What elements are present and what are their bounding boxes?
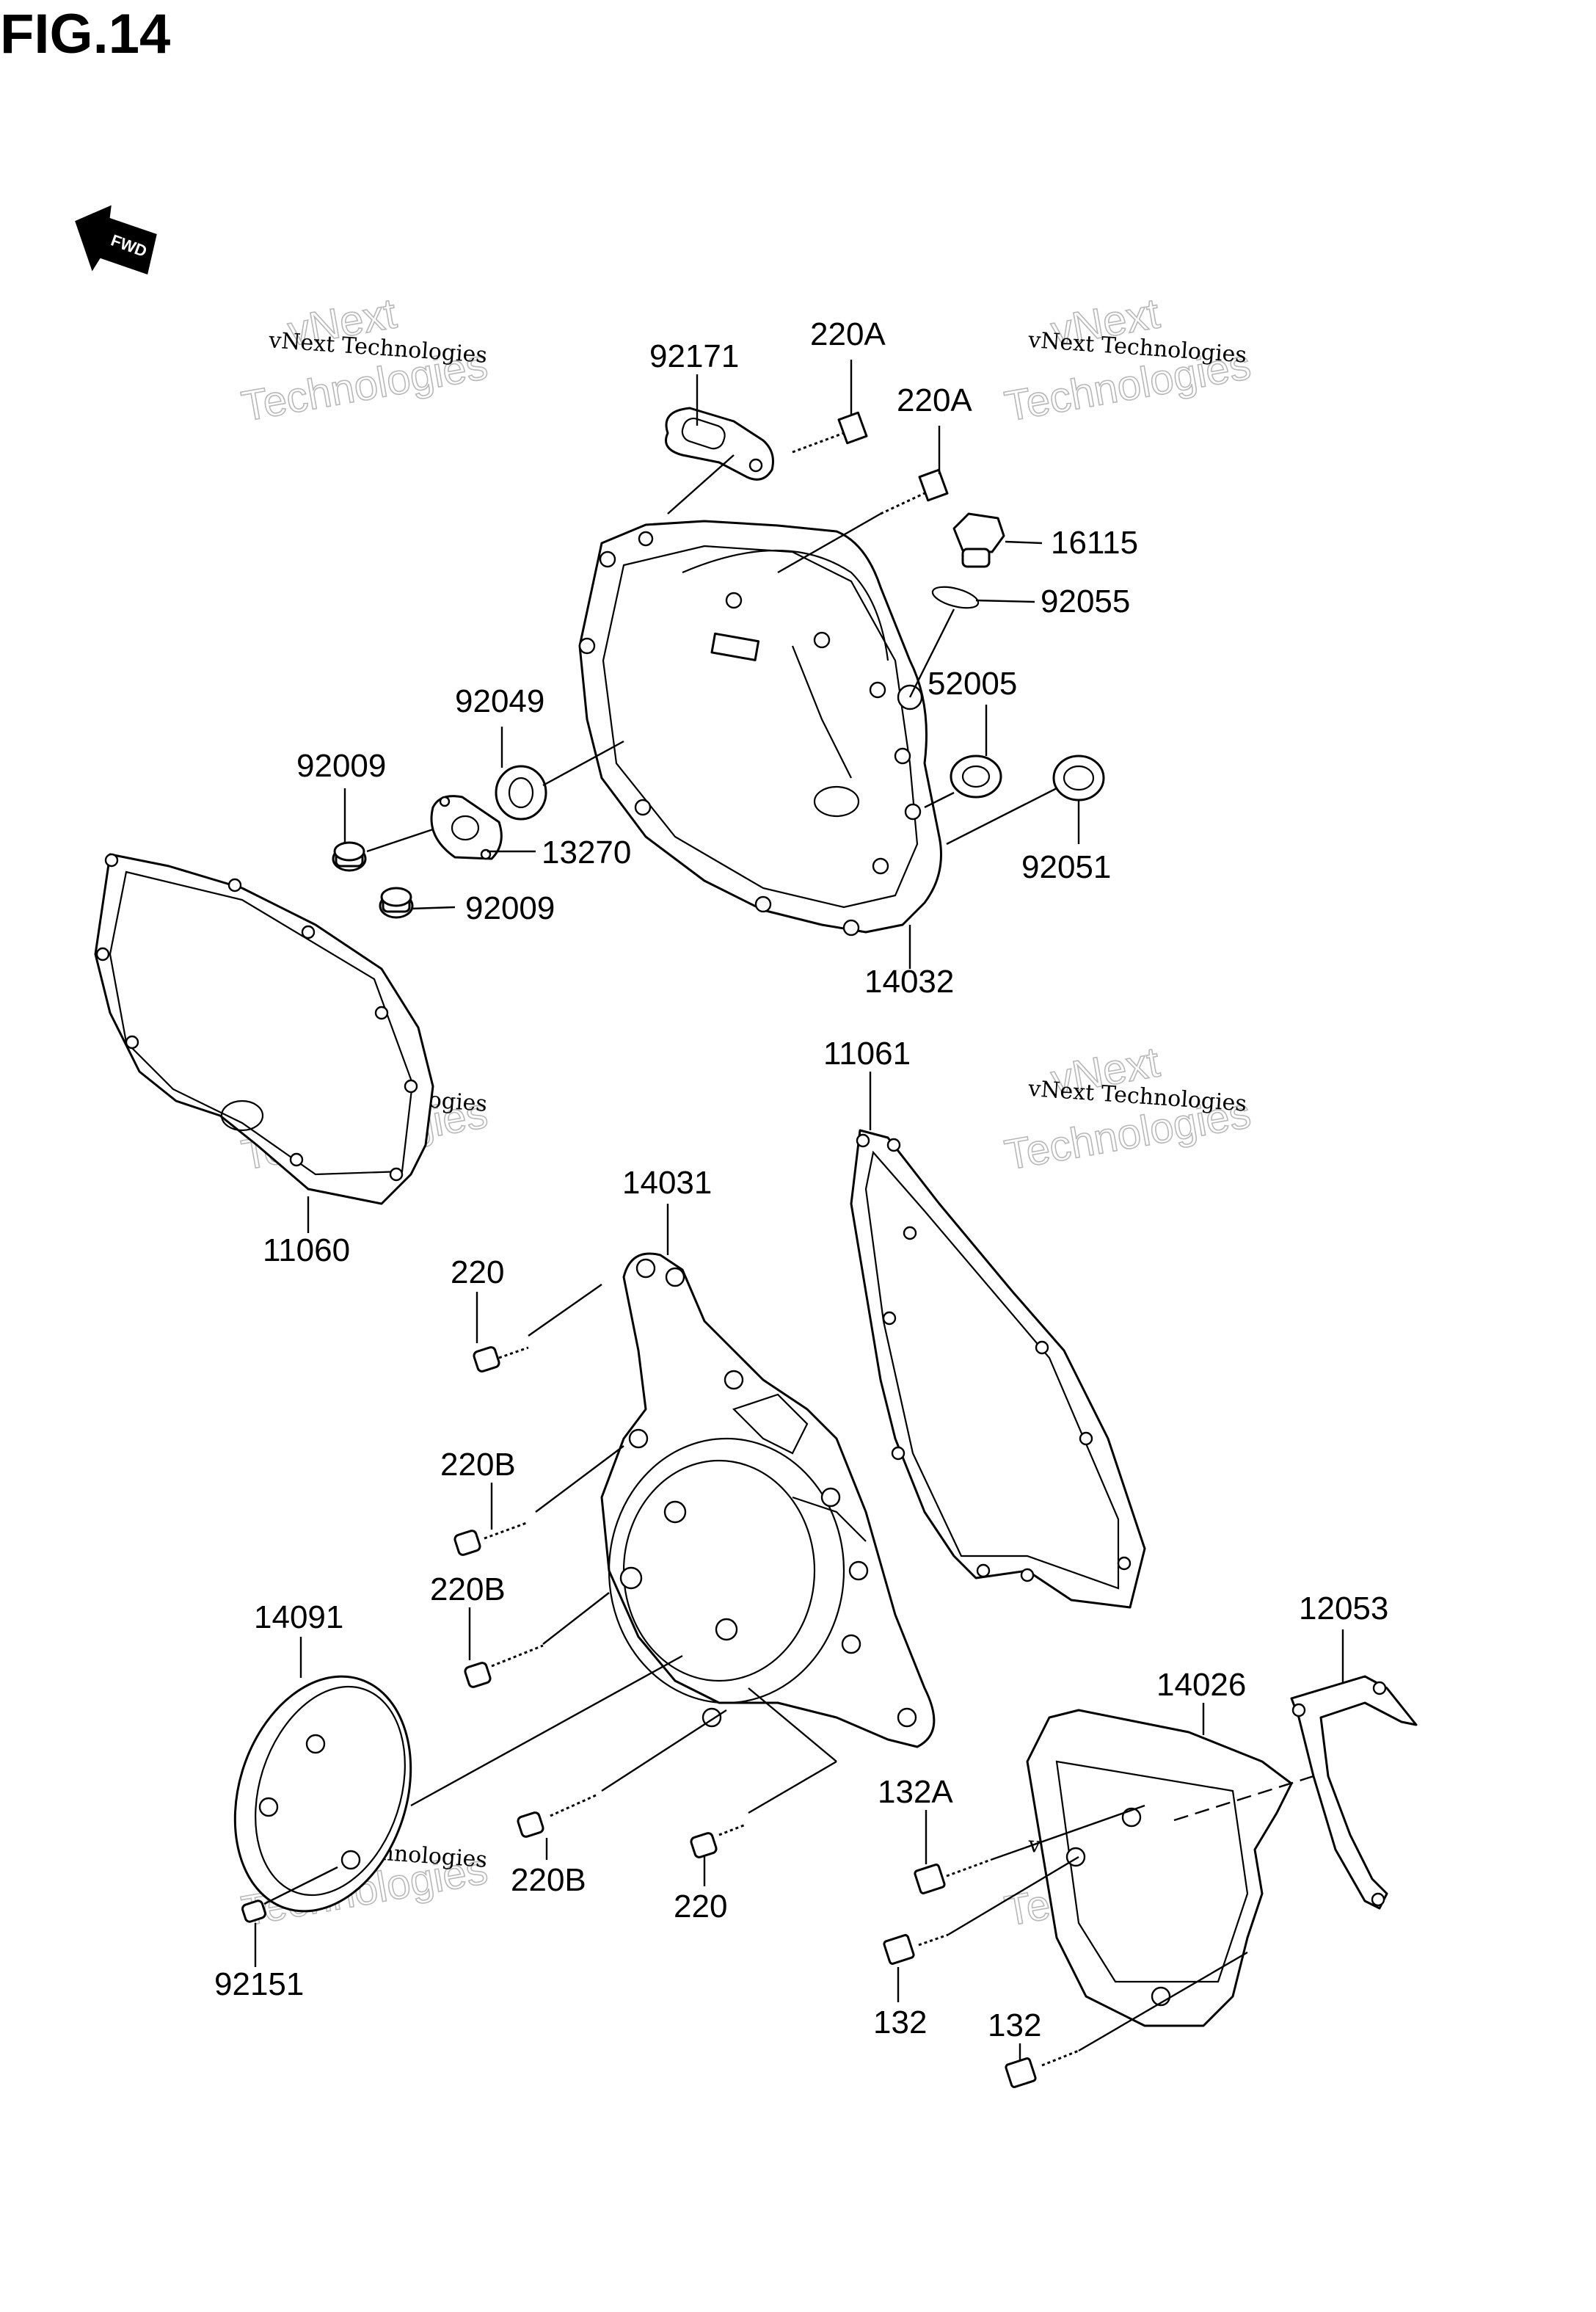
label-132A: 132A xyxy=(878,1774,953,1810)
label-14031: 14031 xyxy=(622,1165,712,1201)
part-92171-bracket xyxy=(665,407,774,481)
label-220B-upper: 220B xyxy=(440,1447,516,1483)
label-220A-lower: 220A xyxy=(897,382,972,418)
part-14031-generator-cover xyxy=(600,1252,936,1748)
part-12053-bracket xyxy=(1290,1675,1418,1910)
part-132-bolt-upper xyxy=(883,1933,949,1965)
label-14032: 14032 xyxy=(864,964,954,1000)
part-11060-gasket xyxy=(94,853,434,1205)
part-92009-screw-lower xyxy=(379,887,414,919)
label-220B-middle: 220B xyxy=(430,1571,506,1607)
label-132-lower: 132 xyxy=(988,2007,1041,2043)
part-14091-cap-cover xyxy=(233,1675,412,1913)
part-92151-screw xyxy=(241,1900,266,1923)
label-14091: 14091 xyxy=(254,1599,343,1635)
part-labels: 92171 220A 220A 16115 92055 52005 92051 … xyxy=(214,316,1388,2043)
part-16115-plug xyxy=(952,512,1005,568)
label-92009-lower: 92009 xyxy=(465,890,555,926)
part-92049-seal xyxy=(495,765,547,821)
part-92055-o-ring xyxy=(931,586,980,609)
part-220-bolt-upper xyxy=(473,1346,529,1373)
forward-arrow-icon: FWD xyxy=(75,205,157,275)
label-92055: 92055 xyxy=(1041,584,1130,619)
part-14026-sprocket-cover xyxy=(1026,1709,1293,2027)
label-52005: 52005 xyxy=(928,666,1017,702)
watermark-top-left: vNext Technologies vNext Technologies xyxy=(238,289,492,432)
label-13270: 13270 xyxy=(542,835,631,870)
part-220A-bolt-lower xyxy=(880,468,949,515)
part-220B-bolt-lower xyxy=(517,1794,597,1838)
label-92051: 92051 xyxy=(1021,849,1111,885)
part-220A-bolt-upper xyxy=(792,411,868,454)
part-14032-outer-cover xyxy=(578,520,942,937)
part-220-bolt-lower xyxy=(690,1823,746,1858)
watermark-top-right: vNext Technologies vNext Technologies xyxy=(1001,289,1255,432)
part-132A-bolt xyxy=(914,1858,991,1894)
part-11061-gasket xyxy=(850,1129,1146,1609)
label-16115: 16115 xyxy=(1051,525,1138,561)
figure-title: FIG.14 xyxy=(0,3,170,65)
part-13270-plate xyxy=(430,795,503,860)
label-92151: 92151 xyxy=(214,1966,304,2002)
label-220-lower: 220 xyxy=(674,1889,727,1924)
label-11061: 11061 xyxy=(823,1036,911,1072)
label-220A-upper: 220A xyxy=(810,316,886,352)
label-92171: 92171 xyxy=(649,338,739,374)
label-14026: 14026 xyxy=(1156,1667,1246,1703)
part-92009-screw-upper xyxy=(332,841,367,872)
label-132-upper: 132 xyxy=(873,2004,927,2040)
label-92049: 92049 xyxy=(455,683,544,719)
part-92051-oil-seal xyxy=(1052,755,1105,801)
label-220-upper: 220 xyxy=(451,1254,504,1290)
part-52005-bearing xyxy=(950,755,1002,799)
part-132-bolt-lower xyxy=(1005,2049,1079,2088)
part-220B-bolt-middle xyxy=(464,1644,544,1688)
label-92009-upper: 92009 xyxy=(296,748,386,784)
label-11060: 11060 xyxy=(263,1232,350,1268)
label-220B-lower: 220B xyxy=(511,1862,586,1898)
label-12053: 12053 xyxy=(1299,1591,1388,1626)
watermark-mid-right: vNext Technologies vNext Technologies xyxy=(1001,1038,1255,1180)
part-220B-bolt-upper xyxy=(453,1521,529,1556)
leader-lines xyxy=(254,360,1344,2061)
